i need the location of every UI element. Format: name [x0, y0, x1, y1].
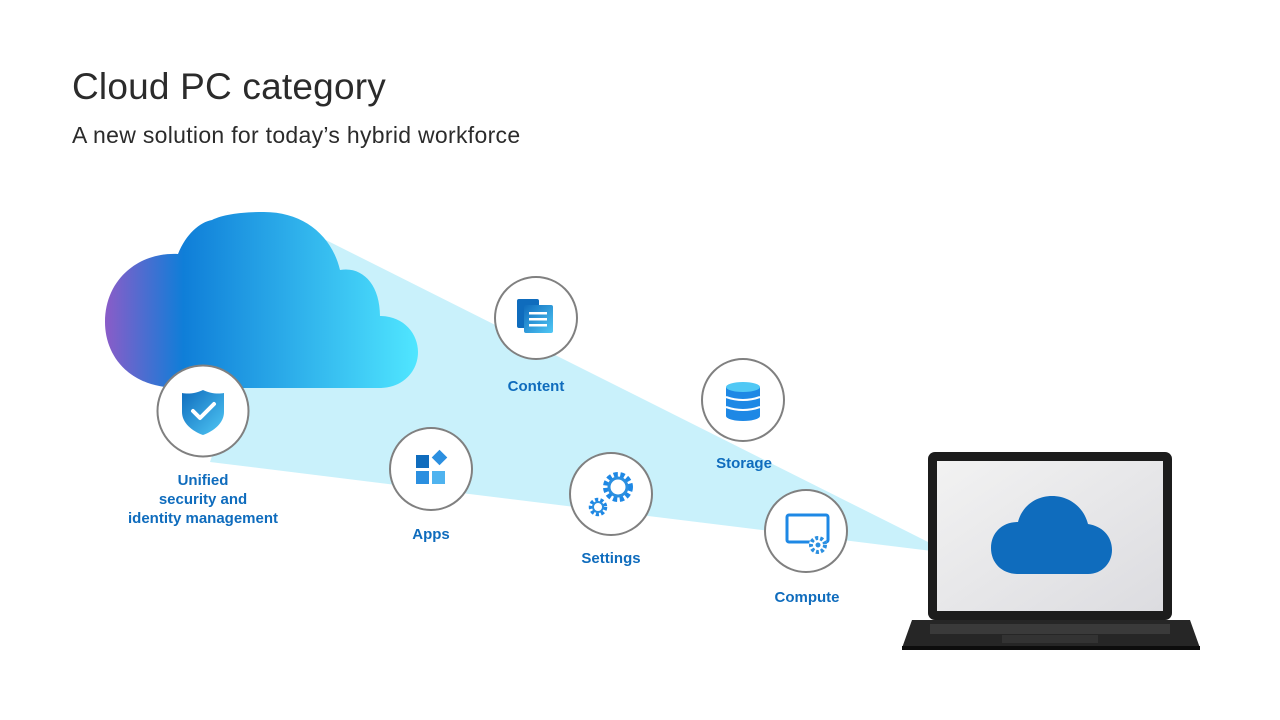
laptop	[902, 452, 1200, 650]
node-apps	[389, 427, 473, 511]
node-compute	[764, 489, 848, 573]
gears-icon	[588, 472, 633, 517]
label-security: Unified security and identity management	[127, 472, 279, 527]
laptop-trackpad	[1002, 635, 1098, 643]
cloud-icon	[991, 496, 1112, 574]
shield-check-icon	[182, 390, 224, 435]
node-storage	[701, 358, 785, 442]
label-storage: Storage	[716, 455, 772, 472]
label-apps: Apps	[412, 526, 450, 543]
node-settings	[569, 452, 653, 536]
node-content	[494, 276, 578, 360]
label-compute: Compute	[774, 589, 840, 606]
node-security	[156, 364, 250, 458]
label-content: Content	[507, 378, 565, 395]
database-icon	[725, 382, 761, 421]
cloud-shape	[105, 212, 418, 388]
page-subtitle: A new solution for today’s hybrid workfo…	[72, 122, 521, 148]
screen-gear-icon	[785, 513, 830, 554]
page-title: Cloud PC category	[72, 66, 386, 107]
label-settings: Settings	[581, 550, 641, 567]
document-icon	[517, 299, 553, 333]
laptop-keyboard	[930, 624, 1170, 634]
